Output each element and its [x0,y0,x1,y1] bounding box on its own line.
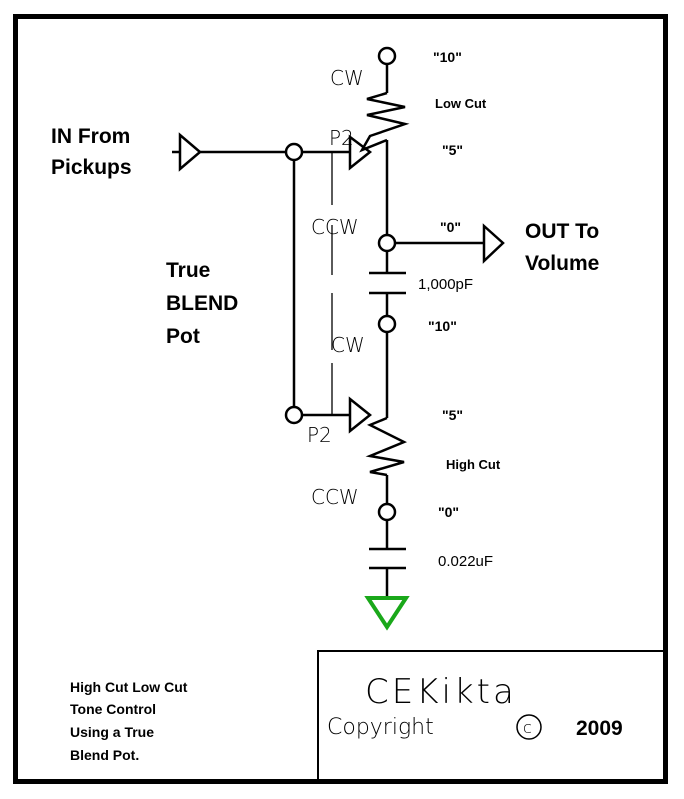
copyright-symbol-letter: c [523,718,532,737]
copyright-year: 2009 [576,717,623,740]
top-p2-label: P2 [329,126,354,150]
bottom-0-label: "0" [438,504,459,520]
output-port-icon [482,223,505,264]
input-port-icon [172,132,202,172]
copyright-symbol-icon [516,714,542,740]
input-label-line1: IN From [51,125,130,148]
bottom-wiper-arrow-icon [348,396,373,434]
input-label-line2: Pickups [51,156,132,179]
pot-name-line3: Pot [166,325,200,348]
bottom-ccw-label: CCW [311,485,359,509]
pot-name-line2: BLEND [166,292,238,315]
ground-icon [364,596,410,631]
input-node [284,142,304,162]
description-line1: High Cut Low Cut [70,679,188,695]
top-cw-label: CW [330,66,364,90]
top-0-label: "0" [440,219,461,235]
drawing-frame [13,14,668,784]
capacitor-1-icon [369,271,406,295]
output-label-line1: OUT To [525,220,599,243]
top-pot-cw-node [377,46,397,66]
bottom-p2-label: P2 [307,423,332,447]
output-node [377,233,397,253]
bottom-pot-cw-node [377,314,397,334]
output-label-line2: Volume [525,252,599,275]
mid-10-label: "10" [428,318,457,334]
top-5-label: "5" [442,142,463,158]
bottom-5-label: "5" [442,407,463,423]
cap-2-value: 0.022uF [438,553,493,570]
bottom-input-node [284,405,304,425]
cap-1-value: 1,000pF [418,276,473,293]
low-cut-label: Low Cut [435,96,487,111]
mid-ccw-label: CCW [311,215,359,239]
bottom-pot-resistor-icon [365,416,408,477]
top-10-label: "10" [433,49,462,65]
mid-cw-label: CW [331,333,365,357]
high-cut-label: High Cut [446,457,501,472]
description-line3: Using a True [70,724,154,740]
title-block-box [317,650,665,781]
copyright-word: Copyright [327,715,434,740]
capacitor-2-icon [369,547,406,570]
top-wiper-arrow-icon [348,134,373,171]
pot-name-line1: True [166,259,210,282]
top-pot-resistor-icon [359,91,410,153]
description-line2: Tone Control [70,701,156,717]
description-line4: Blend Pot. [70,747,139,763]
author-name: CEKikta [365,672,517,712]
bottom-pot-ccw-node [377,502,397,522]
